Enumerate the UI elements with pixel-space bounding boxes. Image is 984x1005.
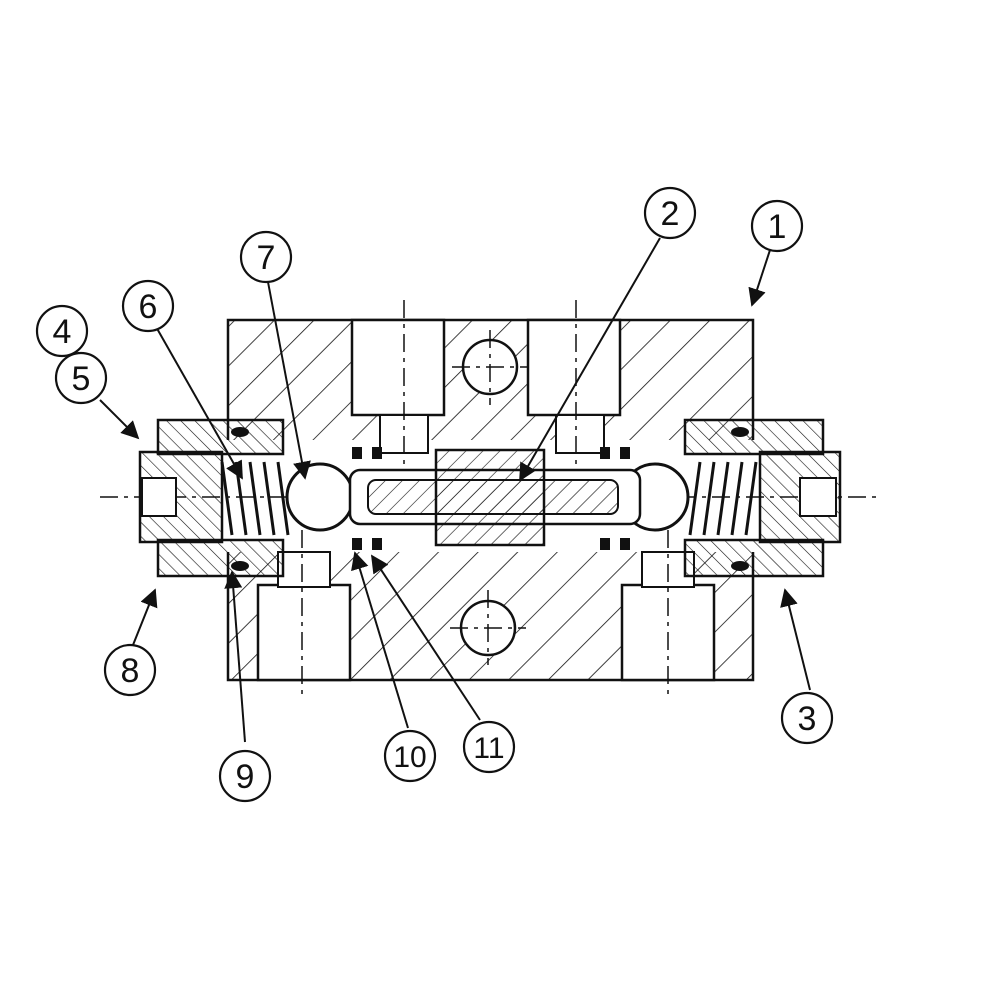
- callout-5: 5: [54, 351, 108, 405]
- callout-8-label: 8: [121, 652, 140, 690]
- callout-11-label: 11: [473, 732, 504, 765]
- callout-2-label: 2: [661, 195, 680, 233]
- callout-5-label: 5: [72, 360, 91, 398]
- callout-9: 9: [218, 749, 272, 803]
- left-check-ball: [285, 462, 355, 532]
- callout-1: 1: [750, 199, 804, 253]
- callout-6-label: 6: [139, 288, 158, 326]
- callout-11: 11: [462, 720, 516, 774]
- callout-9-label: 9: [236, 758, 255, 796]
- callout-7-label: 7: [257, 239, 276, 277]
- callout-6: 6: [121, 279, 175, 333]
- right-end-cap: [683, 418, 842, 578]
- left-spring: [220, 461, 290, 536]
- callout-8: 8: [103, 643, 157, 697]
- right-spring: [688, 461, 758, 536]
- left-end-cap: [138, 418, 285, 578]
- callout-7: 7: [239, 230, 293, 284]
- leader-lines: [99, 237, 811, 743]
- callout-3-label: 3: [798, 700, 817, 738]
- callout-2: 2: [643, 186, 697, 240]
- callout-10-label: 10: [393, 741, 426, 774]
- callout-10: 10: [383, 729, 437, 783]
- callout-3: 3: [780, 691, 834, 745]
- callout-1-label: 1: [768, 208, 787, 246]
- seals: [231, 427, 749, 571]
- callout-4: 4: [35, 304, 89, 358]
- callout-4-label: 4: [53, 313, 72, 351]
